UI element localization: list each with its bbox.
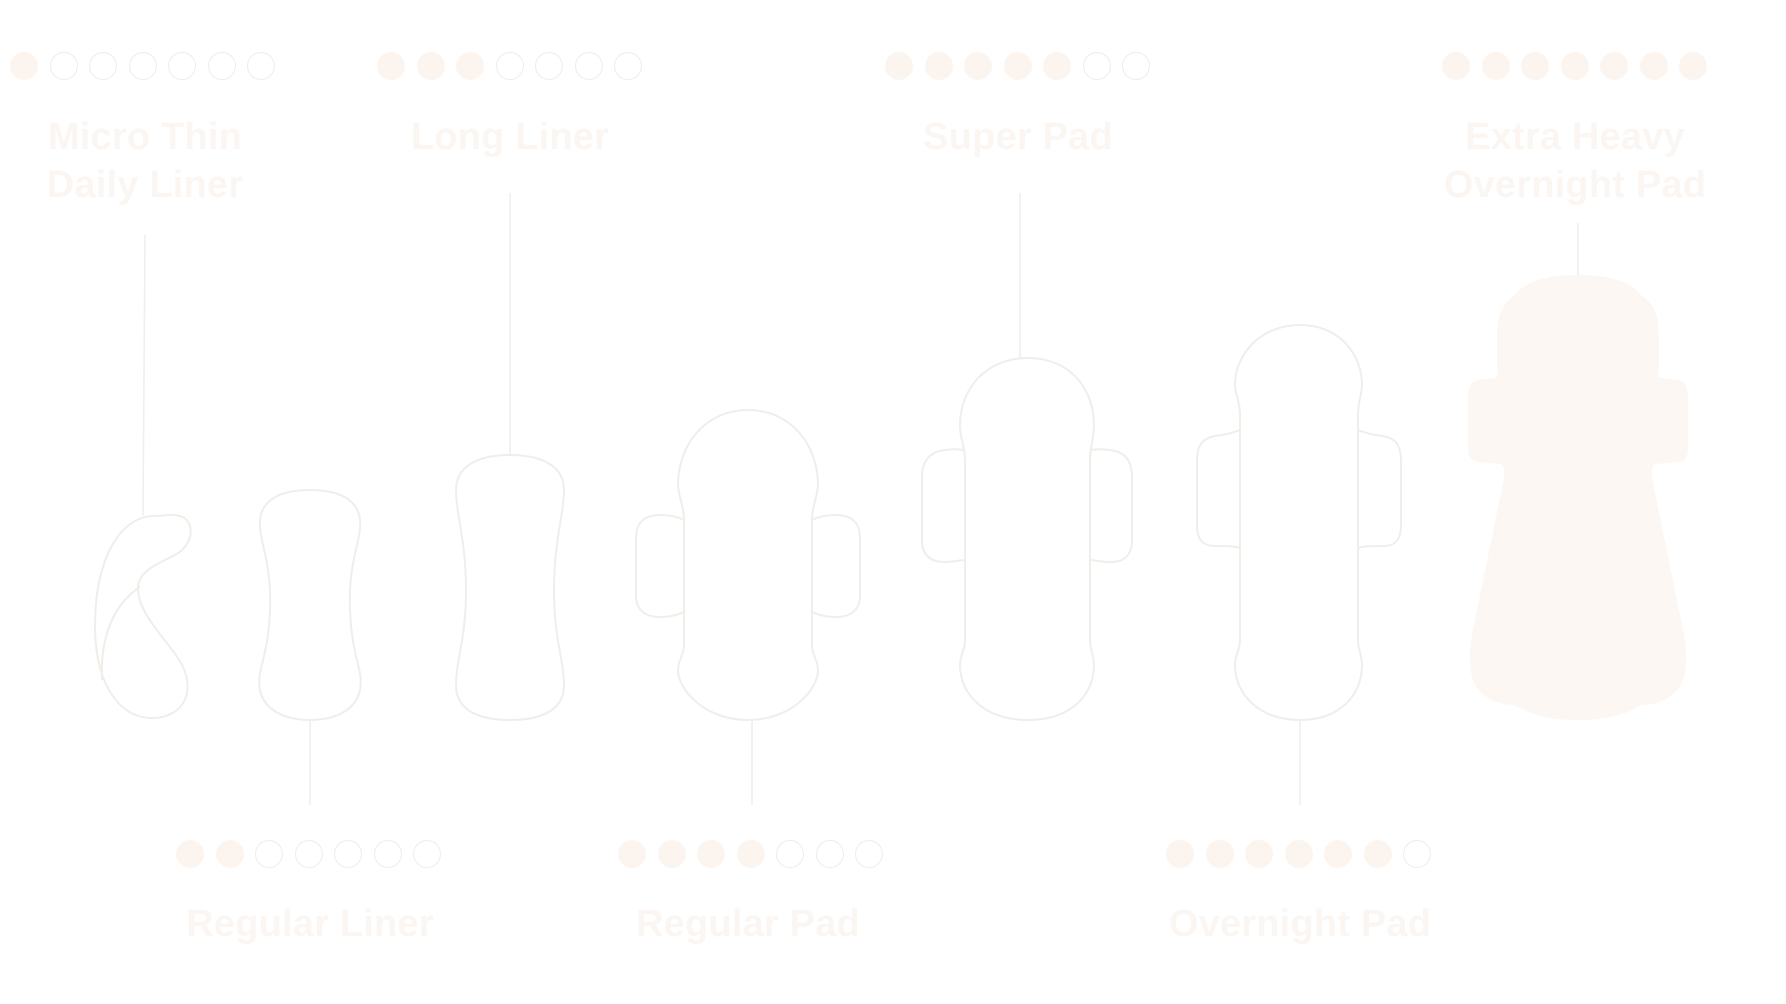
label-line: Extra Heavy bbox=[1465, 116, 1685, 158]
micro-thin-daily-liner-shape bbox=[93, 513, 192, 720]
label-line: Overnight Pad bbox=[1168, 903, 1432, 945]
absorbency-dot-filled bbox=[416, 52, 445, 80]
absorbency-dot-filled bbox=[964, 52, 992, 80]
overnight-pad-right-wing bbox=[1357, 429, 1402, 549]
absorbency-dot-empty bbox=[255, 840, 283, 868]
absorbency-dot-filled bbox=[1639, 52, 1668, 80]
absorbency-dot-filled bbox=[1043, 52, 1071, 80]
label-line: Overnight Pad bbox=[1443, 164, 1707, 206]
absorbency-dot-empty bbox=[1122, 52, 1150, 80]
absorbency-dot-empty bbox=[247, 52, 275, 80]
regular-pad-right-wing bbox=[811, 513, 861, 619]
regular-liner-shape bbox=[258, 488, 362, 722]
absorbency-dot-filled bbox=[1679, 52, 1707, 80]
overnight-pad-left-wing bbox=[1196, 429, 1241, 549]
label-line: Micro Thin bbox=[47, 116, 243, 158]
label-micro-thin-daily-liner: Micro Thin Daily Liner bbox=[0, 113, 295, 209]
absorbency-dot-filled bbox=[456, 52, 484, 80]
absorbency-dot-empty bbox=[776, 840, 804, 868]
absorbency-dot-empty bbox=[855, 840, 883, 868]
absorbency-dot-filled bbox=[1481, 52, 1510, 80]
regular-pad-left-wing bbox=[635, 513, 685, 619]
absorbency-dot-filled bbox=[1245, 840, 1273, 868]
absorbency-dot-filled bbox=[885, 52, 913, 80]
absorbency-dot-empty bbox=[373, 840, 402, 868]
super-pad-right-wing bbox=[1089, 448, 1133, 564]
absorbency-dot-empty bbox=[128, 52, 157, 80]
absorbency-dot-filled bbox=[1284, 840, 1313, 868]
label-long-liner: Long Liner bbox=[360, 113, 660, 161]
label-line: Regular Pad bbox=[636, 903, 860, 945]
absorbency-dot-filled bbox=[377, 52, 405, 80]
extra-heavy-overnight-pad-shape bbox=[1468, 275, 1688, 720]
absorbency-dot-filled bbox=[1442, 52, 1470, 80]
absorbency-dot-empty bbox=[49, 52, 78, 80]
absorbency-dot-empty bbox=[294, 840, 323, 868]
label-regular-pad: Regular Pad bbox=[598, 900, 898, 948]
regular-pad-shape bbox=[676, 408, 820, 722]
absorbency-dot-empty bbox=[1082, 52, 1111, 80]
absorbency-dot-filled bbox=[215, 840, 244, 868]
absorbency-dot-filled bbox=[10, 52, 38, 80]
long-liner-shape bbox=[454, 453, 566, 722]
absorbency-dot-filled bbox=[1324, 840, 1352, 868]
absorbency-dot-filled bbox=[1521, 52, 1549, 80]
absorbency-dot-filled bbox=[176, 840, 204, 868]
absorbency-dot-filled bbox=[657, 840, 686, 868]
absorbency-dot-filled bbox=[736, 840, 765, 868]
label-line: Daily Liner bbox=[46, 164, 244, 206]
absorbency-dot-empty bbox=[207, 52, 236, 80]
super-pad-shape bbox=[958, 356, 1096, 722]
absorbency-dot-filled bbox=[1205, 840, 1234, 868]
label-line: Long Liner bbox=[410, 116, 610, 158]
label-line: Regular Liner bbox=[186, 903, 434, 945]
absorbency-dot-empty bbox=[535, 52, 563, 80]
label-super-pad: Super Pad bbox=[868, 113, 1168, 161]
absorbency-dot-empty bbox=[413, 840, 441, 868]
absorbency-dot-filled bbox=[618, 840, 646, 868]
absorbency-dot-filled bbox=[1166, 840, 1194, 868]
absorbency-dot-empty bbox=[168, 52, 196, 80]
label-extra-heavy-overnight-pad: Extra Heavy Overnight Pad bbox=[1425, 113, 1725, 209]
absorbency-dot-empty bbox=[574, 52, 603, 80]
absorbency-dot-empty bbox=[89, 52, 117, 80]
absorbency-dot-filled bbox=[1600, 52, 1628, 80]
absorbency-dot-empty bbox=[334, 840, 362, 868]
absorbency-dot-empty bbox=[495, 52, 524, 80]
label-regular-liner: Regular Liner bbox=[160, 900, 460, 948]
label-overnight-pad: Overnight Pad bbox=[1150, 900, 1450, 948]
absorbency-dot-filled bbox=[697, 840, 725, 868]
absorbency-dot-empty bbox=[614, 52, 642, 80]
absorbency-dot-empty bbox=[815, 840, 844, 868]
super-pad-left-wing bbox=[921, 448, 966, 564]
absorbency-dot-filled bbox=[1560, 52, 1589, 80]
absorbency-dot-filled bbox=[924, 52, 953, 80]
leader-micro-thin-daily-liner bbox=[142, 234, 146, 516]
absorbency-dot-filled bbox=[1363, 840, 1392, 868]
overnight-pad-shape bbox=[1233, 323, 1364, 722]
absorbency-dot-empty bbox=[1403, 840, 1431, 868]
micro-thin-daily-liner-fold bbox=[100, 586, 141, 681]
absorbency-dot-filled bbox=[1003, 52, 1032, 80]
label-line: Super Pad bbox=[923, 116, 1113, 158]
